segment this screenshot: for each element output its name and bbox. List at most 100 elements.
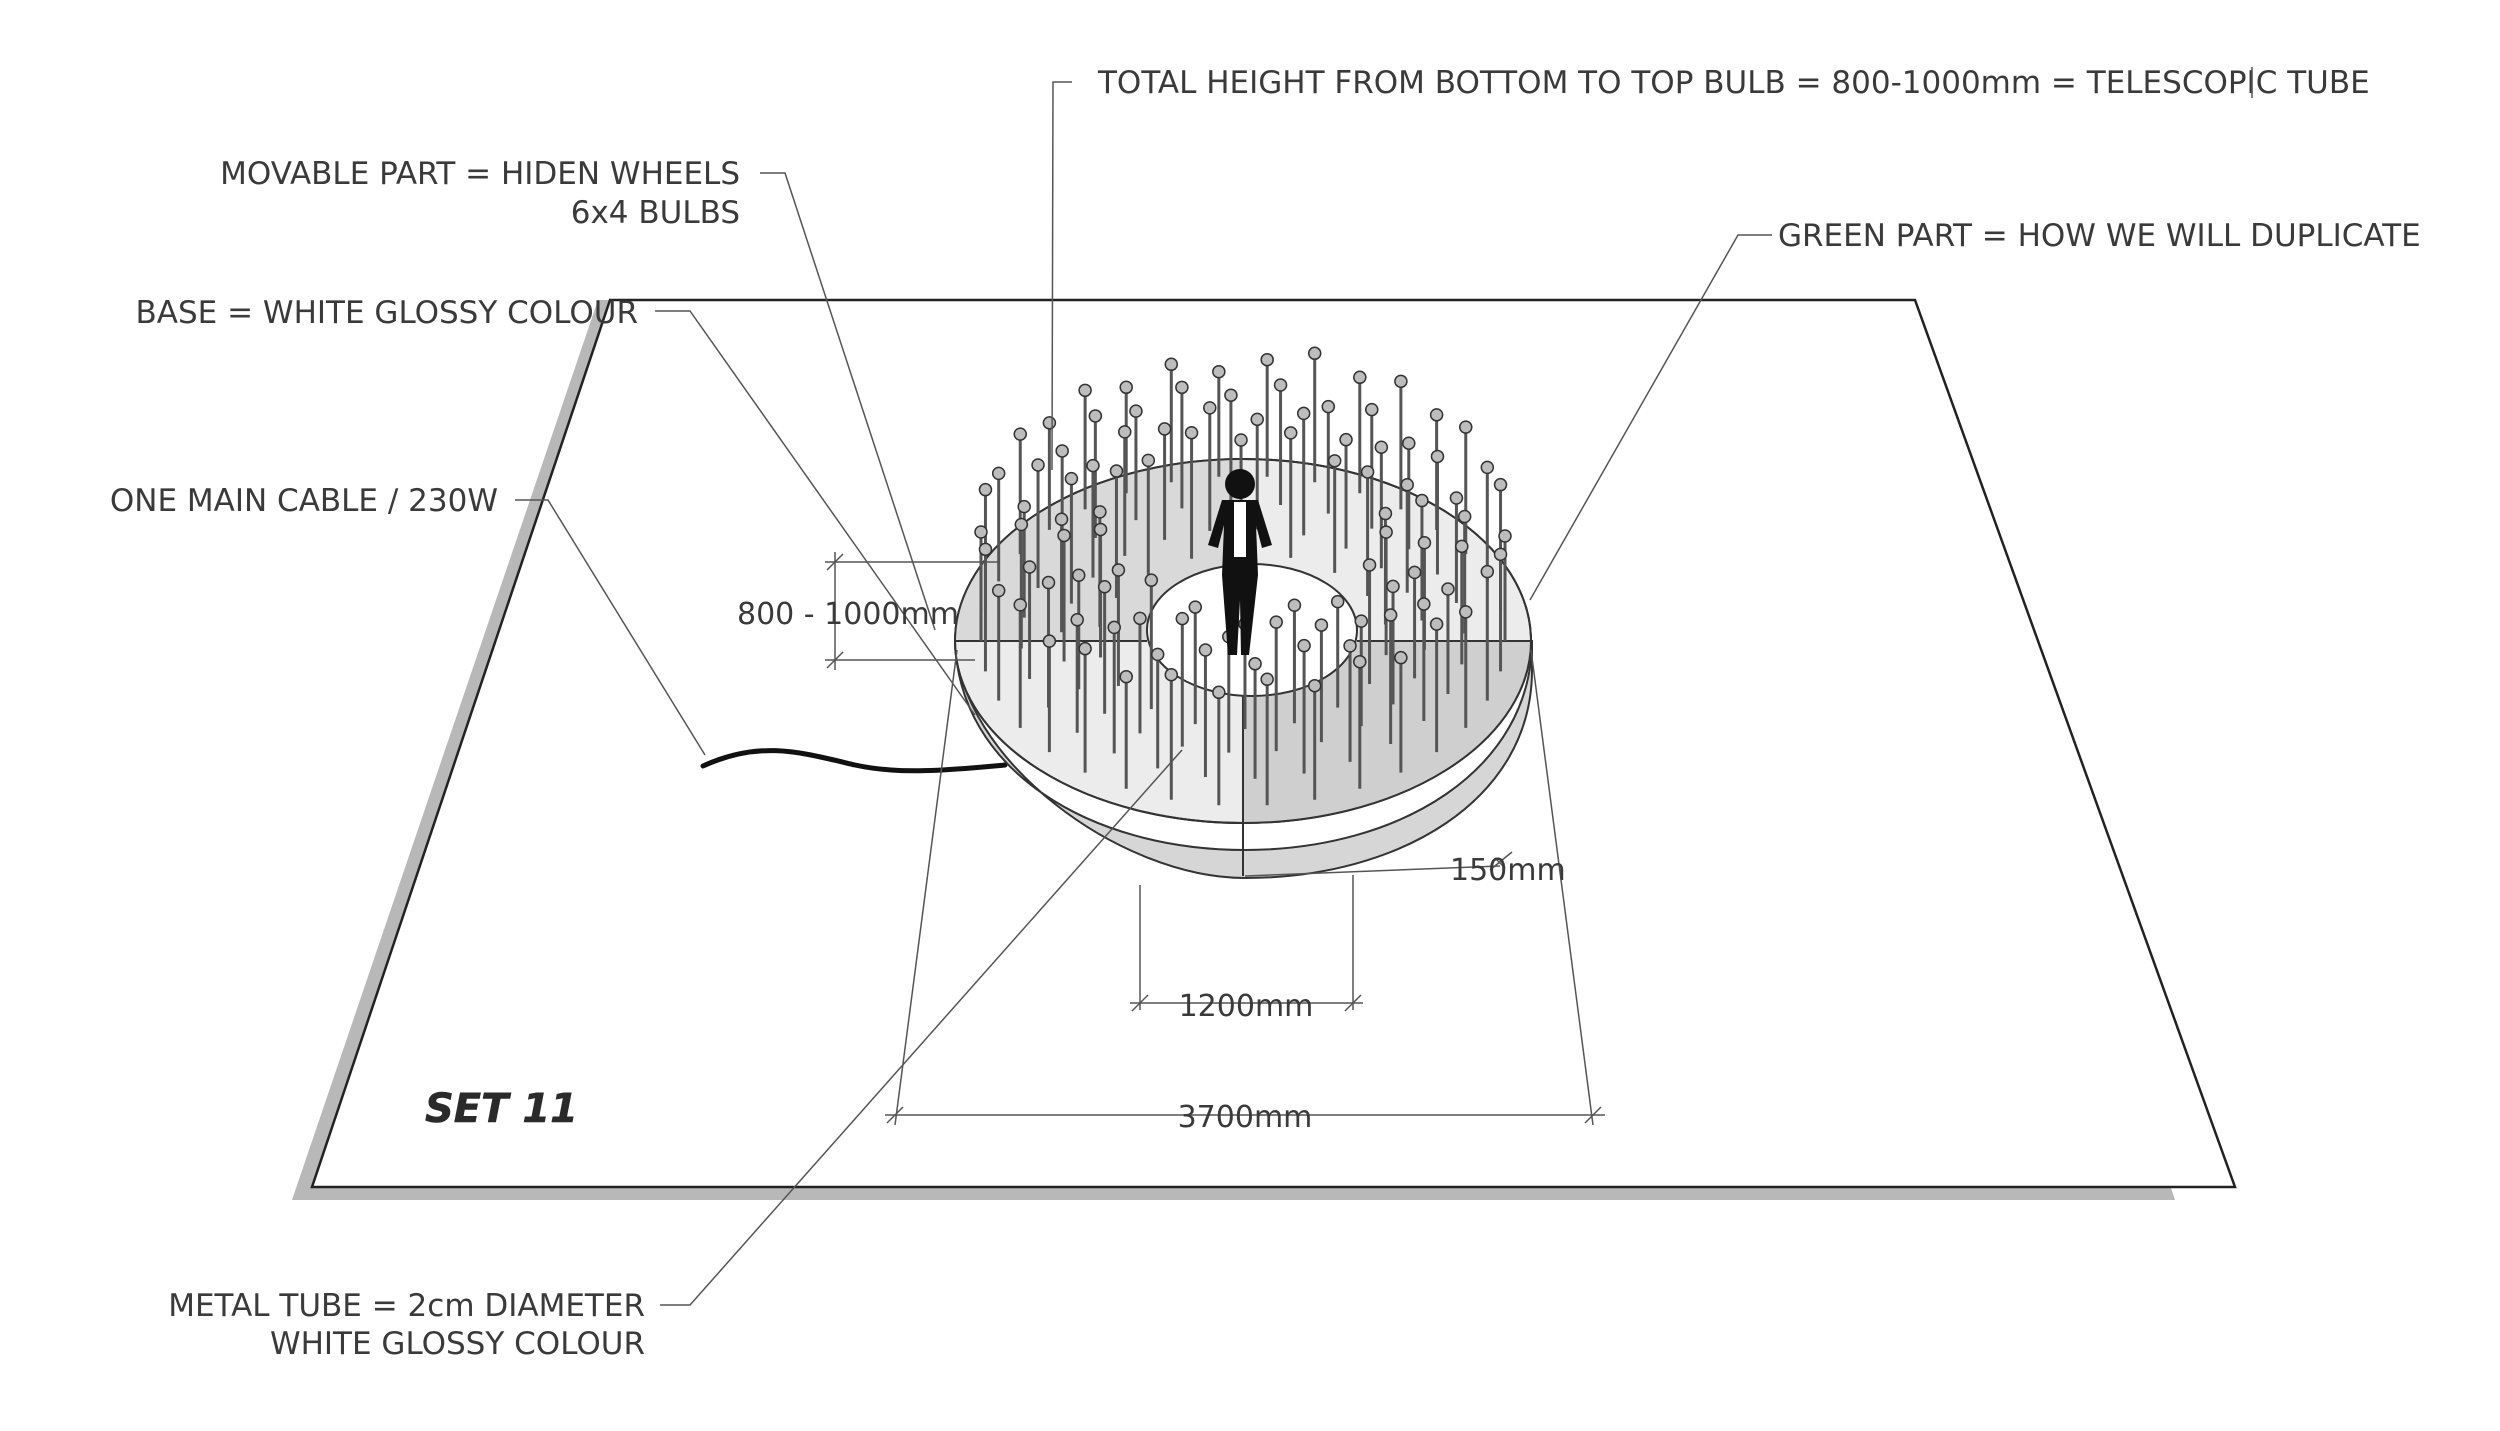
bulb xyxy=(1107,620,1121,635)
bulb xyxy=(1093,522,1108,537)
bulb xyxy=(1429,617,1444,631)
bulb xyxy=(1360,465,1375,479)
bulb xyxy=(1072,568,1086,583)
total-height-annotation: TOTAL HEIGHT FROM BOTTOM TO TOP BULB = 8… xyxy=(1097,65,2370,101)
inner-diameter-dimension: 1200mm xyxy=(1179,989,1314,1024)
height-dimension: 800 - 1000mm xyxy=(737,597,959,632)
bulb xyxy=(978,542,993,557)
main-cable xyxy=(700,748,1008,774)
bulb xyxy=(1493,547,1508,562)
bulb xyxy=(1321,399,1336,414)
bulb xyxy=(1260,672,1274,687)
bulb xyxy=(1386,579,1400,594)
bulb xyxy=(1248,657,1262,671)
bulb xyxy=(1013,427,1027,441)
bulb xyxy=(1415,493,1429,508)
bulb xyxy=(1042,416,1057,430)
bulb xyxy=(1362,558,1377,572)
bulb xyxy=(1283,426,1298,440)
bulb xyxy=(1224,388,1238,402)
bulb xyxy=(1188,600,1203,614)
bulb xyxy=(1297,638,1311,653)
bulb xyxy=(1031,458,1045,472)
bulb xyxy=(1144,573,1159,587)
set-label: SET 11 xyxy=(425,1086,578,1132)
bulb xyxy=(1441,582,1455,596)
bulb xyxy=(1296,406,1311,421)
bulb xyxy=(1133,611,1147,626)
bulb xyxy=(1064,471,1079,486)
bulb xyxy=(1141,453,1156,468)
movable-part-callout: MOVABLE PART = HIDEN WHEELS xyxy=(220,156,740,192)
green-part-callout: GREEN PART = HOW WE WILL DUPLICATE xyxy=(1778,218,2421,254)
bulb xyxy=(1017,499,1031,514)
bulb xyxy=(1078,383,1092,398)
bulb xyxy=(1057,528,1071,543)
bulb xyxy=(1119,380,1133,395)
bulb xyxy=(1086,458,1100,473)
bulb xyxy=(1273,378,1288,392)
bulb xyxy=(1365,402,1379,417)
bulb xyxy=(1330,594,1345,609)
base-callout: BASE = WHITE GLOSSY COLOUR xyxy=(136,295,638,331)
bulb xyxy=(1287,598,1302,613)
bulb xyxy=(1150,647,1165,662)
bulb xyxy=(1400,477,1414,492)
bulb xyxy=(1118,425,1132,439)
bulb xyxy=(1175,380,1189,395)
bulb xyxy=(974,525,988,539)
bulb xyxy=(1457,509,1472,524)
bulb xyxy=(1093,505,1107,519)
bulb xyxy=(1327,454,1342,468)
bulb xyxy=(1455,539,1469,554)
bulb xyxy=(1250,412,1264,427)
bulb xyxy=(1314,618,1329,632)
bulb xyxy=(1184,425,1199,440)
bulb xyxy=(1157,422,1172,436)
bulb xyxy=(991,466,1006,481)
bulb xyxy=(1498,529,1512,543)
bulb xyxy=(1307,678,1322,693)
bulb xyxy=(1269,615,1283,629)
metal-tube-callout: METAL TUBE = 2cm DIAMETER xyxy=(168,1288,645,1324)
bulb xyxy=(1449,491,1464,505)
thickness-dimension: 150mm xyxy=(1450,853,1566,888)
bulb xyxy=(1343,639,1357,653)
bulb xyxy=(1480,460,1495,475)
human-scale-figure xyxy=(1208,469,1272,655)
bulb xyxy=(1212,364,1226,379)
bulb xyxy=(1175,611,1190,626)
bulb xyxy=(1041,575,1056,590)
bulb xyxy=(1430,449,1445,464)
bulb xyxy=(1054,512,1069,527)
bulb xyxy=(1459,605,1473,619)
bulb xyxy=(1198,643,1213,657)
bulb xyxy=(1374,440,1389,454)
tube-array xyxy=(974,346,1512,806)
bulb xyxy=(1119,669,1133,684)
bulb xyxy=(1307,346,1322,361)
bulb xyxy=(1070,613,1084,627)
bulb xyxy=(1078,641,1092,656)
bulb xyxy=(1111,563,1126,577)
bulb xyxy=(1417,597,1431,611)
bulb xyxy=(1164,667,1179,682)
bulb xyxy=(1203,401,1217,415)
bulb xyxy=(1402,436,1416,450)
dimension-lines xyxy=(825,552,1605,1126)
bulb xyxy=(1109,464,1124,478)
bulb xyxy=(1493,477,1508,492)
bulb xyxy=(1353,654,1367,669)
bulb xyxy=(1459,420,1473,434)
bulb xyxy=(1097,580,1112,594)
bulb xyxy=(1394,650,1408,665)
bulb xyxy=(1212,685,1226,700)
bulb xyxy=(1339,432,1353,447)
bulb xyxy=(1417,535,1432,550)
bulb xyxy=(1013,598,1027,612)
bulb xyxy=(1014,517,1029,532)
bulb xyxy=(1383,608,1398,622)
bulb xyxy=(1164,357,1179,372)
bulb xyxy=(1234,433,1248,447)
